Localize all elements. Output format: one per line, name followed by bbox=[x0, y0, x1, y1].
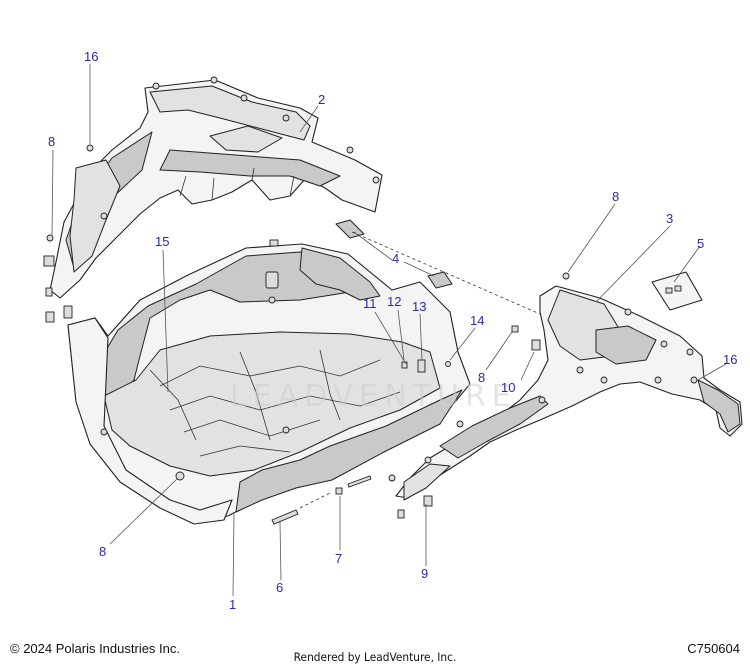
diagram-id: C750604 bbox=[687, 641, 740, 656]
callout-6[interactable]: 6 bbox=[276, 580, 283, 595]
callout-10[interactable]: 10 bbox=[501, 380, 515, 395]
part-7-bolt[interactable] bbox=[335, 475, 372, 495]
callout-3[interactable]: 3 bbox=[666, 211, 673, 226]
callout-8[interactable]: 8 bbox=[478, 370, 485, 385]
part-3-right-panel[interactable] bbox=[388, 272, 743, 519]
callout-9[interactable]: 9 bbox=[421, 566, 428, 581]
callout-7[interactable]: 7 bbox=[335, 551, 342, 566]
callout-8[interactable]: 8 bbox=[48, 134, 55, 149]
callout-12[interactable]: 12 bbox=[387, 294, 401, 309]
callout-14[interactable]: 14 bbox=[470, 313, 484, 328]
callout-labels: 16 2 8 15 4 11 12 13 14 8 3 5 8 10 16 8 … bbox=[48, 49, 737, 612]
callout-11[interactable]: 11 bbox=[363, 296, 377, 311]
copyright-text: © 2024 Polaris Industries Inc. bbox=[10, 641, 180, 656]
part-5-plate[interactable] bbox=[651, 271, 703, 311]
callout-15[interactable]: 15 bbox=[155, 234, 169, 249]
callout-16[interactable]: 16 bbox=[84, 49, 98, 64]
callout-13[interactable]: 13 bbox=[412, 299, 426, 314]
part-6-bolt[interactable] bbox=[271, 509, 299, 525]
part-15-cargo-tub[interactable] bbox=[67, 239, 471, 525]
callout-5[interactable]: 5 bbox=[697, 236, 704, 251]
callout-8[interactable]: 8 bbox=[612, 189, 619, 204]
watermark-text: LEADVENTURE bbox=[230, 379, 517, 414]
callout-8[interactable]: 8 bbox=[99, 544, 106, 559]
rendered-by-text: Rendered by LeadVenture, Inc. bbox=[293, 650, 457, 664]
part-2-left-bracket[interactable] bbox=[43, 76, 383, 323]
leader-lines bbox=[51, 64, 727, 597]
part-4-bracket[interactable] bbox=[335, 219, 453, 289]
callout-1[interactable]: 1 bbox=[229, 597, 236, 612]
callout-16[interactable]: 16 bbox=[723, 352, 737, 367]
callout-2[interactable]: 2 bbox=[318, 92, 325, 107]
callout-4[interactable]: 4 bbox=[392, 251, 399, 266]
